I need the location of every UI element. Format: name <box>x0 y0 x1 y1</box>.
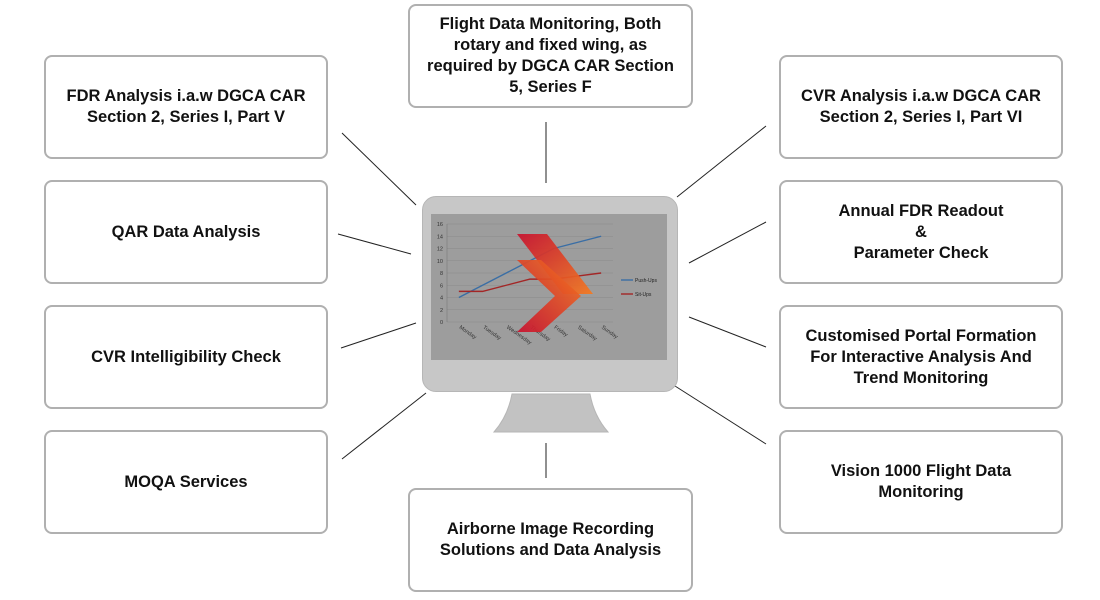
box-cvr-analysis: CVR Analysis i.a.w DGCA CAR Section 2, S… <box>779 55 1063 159</box>
box-label: CVR Intelligibility Check <box>91 347 281 366</box>
connector-cvr-analysis <box>676 125 767 198</box>
connector-moqa <box>341 392 427 460</box>
y-tick-label: 6 <box>440 283 443 289</box>
box-customised-portal: Customised Portal Formation For Interact… <box>779 305 1063 409</box>
box-label: Flight Data Monitoring, Both rotary and … <box>427 15 674 96</box>
monitor-stand <box>492 393 610 433</box>
box-label: Customised Portal Formation For Interact… <box>805 326 1037 387</box>
box-label: FDR Analysis i.a.w DGCA CAR Section 2, S… <box>66 87 306 126</box>
box-moqa-services: MOQA Services <box>44 430 328 534</box>
y-tick-label: 16 <box>437 222 443 228</box>
y-tick-label: 12 <box>437 247 443 253</box>
connector-fdr <box>341 132 417 206</box>
connector-annual <box>688 221 767 264</box>
connector-portal <box>688 316 767 348</box>
legend-label: Sit-Ups <box>635 292 652 298</box>
box-label: Airborne Image Recording Solutions and D… <box>439 520 662 559</box>
y-tick-label: 8 <box>440 271 443 277</box>
connector-vision <box>674 385 767 445</box>
box-label: Annual FDR Readout & Parameter Check <box>838 201 1004 262</box>
box-label: QAR Data Analysis <box>111 222 261 241</box>
y-tick-label: 4 <box>440 296 443 302</box>
box-annual-fdr-readout: Annual FDR Readout & Parameter Check <box>779 180 1063 284</box>
x-tick-label: Monday <box>458 325 478 341</box>
connector-cvr-intel <box>340 322 417 349</box>
y-tick-label: 14 <box>437 234 443 240</box>
legend-label: Push-Ups <box>635 278 657 284</box>
x-tick-label: Saturday <box>576 325 598 343</box>
x-tick-label: Sunday <box>600 325 619 341</box>
box-fdr-analysis: FDR Analysis i.a.w DGCA CAR Section 2, S… <box>44 55 328 159</box>
x-tick-label: Friday <box>553 325 569 339</box>
box-label: Vision 1000 Flight Data Monitoring <box>830 462 1012 501</box>
box-cvr-intelligibility: CVR Intelligibility Check <box>44 305 328 409</box>
connector-qar <box>337 233 412 255</box>
box-flight-data-monitoring: Flight Data Monitoring, Both rotary and … <box>408 4 693 108</box>
box-qar-analysis: QAR Data Analysis <box>44 180 328 284</box>
y-tick-label: 0 <box>440 320 443 326</box>
box-label: CVR Analysis i.a.w DGCA CAR Section 2, S… <box>801 87 1041 126</box>
y-tick-label: 2 <box>440 308 443 314</box>
box-label: MOQA Services <box>124 472 248 491</box>
box-airborne-image-recording: Airborne Image Recording Solutions and D… <box>408 488 693 592</box>
logo-chevron-icon <box>517 234 593 332</box>
y-tick-label: 10 <box>437 259 443 265</box>
x-tick-label: Tuesday <box>481 325 502 342</box>
box-vision-1000: Vision 1000 Flight Data Monitoring <box>779 430 1063 534</box>
